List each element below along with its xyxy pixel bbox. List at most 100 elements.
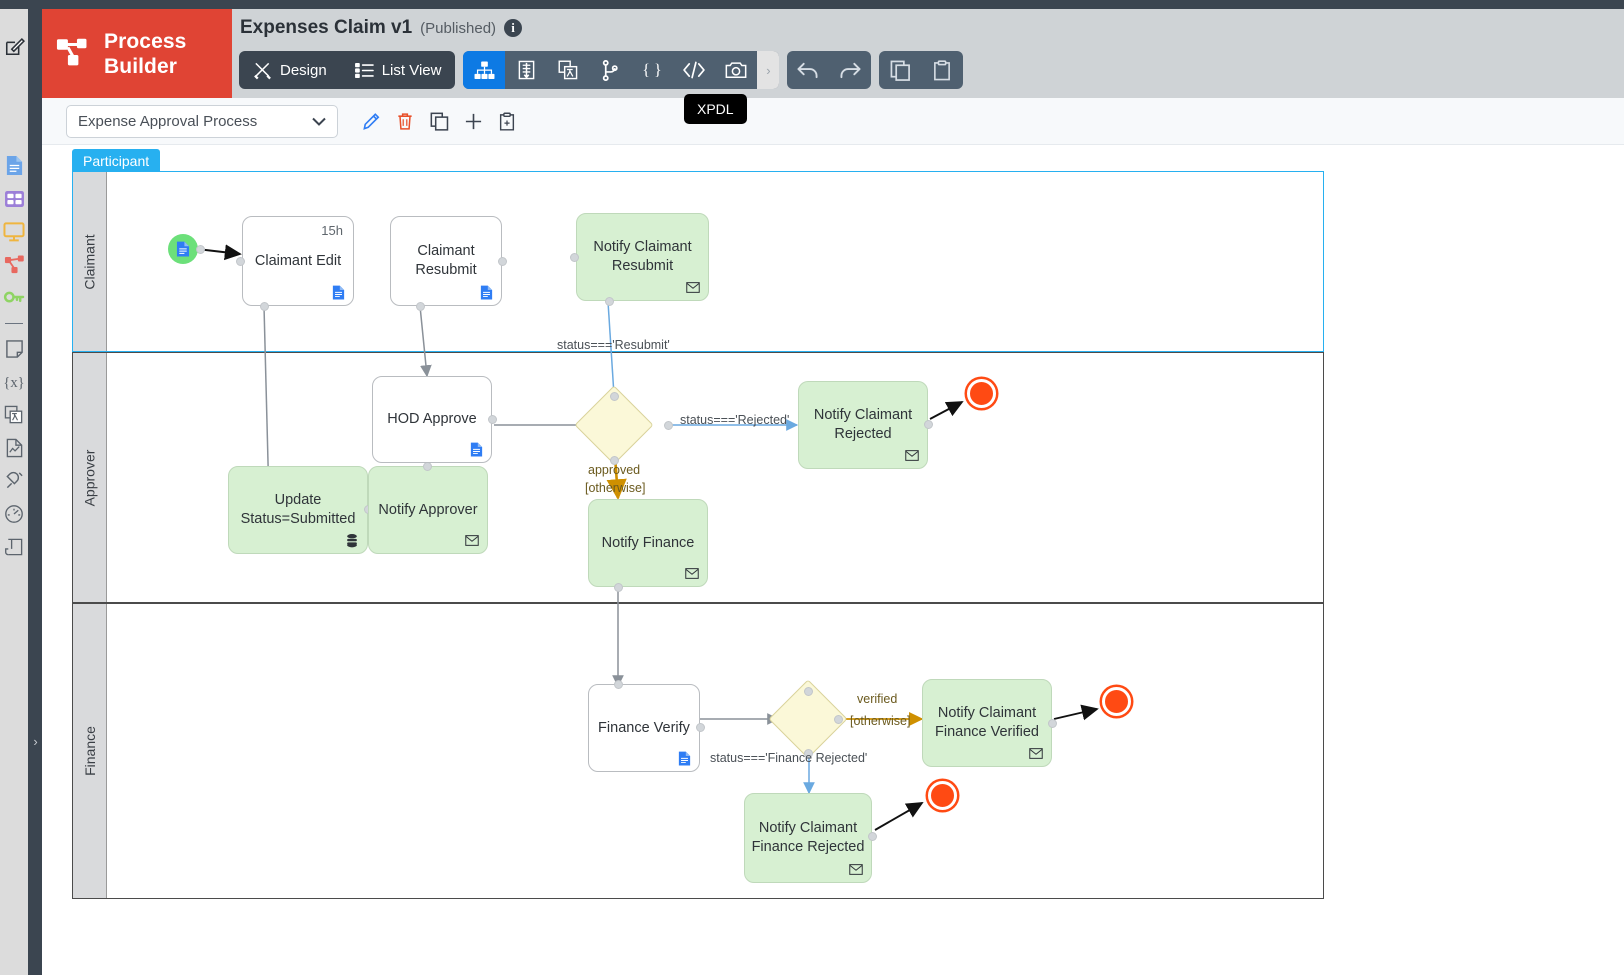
port[interactable] xyxy=(614,680,623,689)
translate-icon[interactable] xyxy=(547,51,589,89)
port[interactable] xyxy=(924,420,933,429)
title-row: Expenses Claim v1 (Published) i xyxy=(240,17,523,39)
port[interactable] xyxy=(423,462,432,471)
envelope-icon xyxy=(848,861,864,877)
node-notify-finance[interactable]: Notify Finance xyxy=(588,499,708,587)
port[interactable] xyxy=(664,421,673,430)
redo-icon[interactable] xyxy=(829,51,871,89)
node-claimant-edit[interactable]: 15h Claimant Edit xyxy=(242,216,354,306)
node-update-status-submitted[interactable]: Update Status=Submitted xyxy=(228,466,368,554)
port[interactable] xyxy=(610,392,619,401)
gauge-meter-icon[interactable] xyxy=(0,497,28,530)
brand-block: Process Builder xyxy=(42,9,232,98)
node-claimant-resubmit[interactable]: Claimant Resubmit xyxy=(390,216,502,306)
table-grid-icon[interactable] xyxy=(0,182,28,215)
json-braces-icon[interactable]: { } xyxy=(631,51,673,89)
clipboard-group xyxy=(879,51,964,89)
svg-text:{ }: { } xyxy=(643,61,663,79)
port[interactable] xyxy=(804,687,813,696)
tab-design[interactable]: Design xyxy=(239,51,341,89)
node-hod-approve[interactable]: HOD Approve xyxy=(372,376,492,463)
diagram-canvas[interactable]: Participant Claimant Approver Finance xyxy=(42,145,1624,975)
node-label: HOD Approve xyxy=(387,411,477,427)
key-icon[interactable] xyxy=(0,281,28,314)
node-notify-claimant-finance-verified[interactable]: Notify Claimant Finance Verified xyxy=(922,679,1052,767)
report-chart-icon[interactable] xyxy=(0,431,28,464)
view-tools-group: { } › xyxy=(463,51,780,89)
port[interactable] xyxy=(868,832,877,841)
port[interactable] xyxy=(236,257,245,266)
code-tags-icon[interactable] xyxy=(673,51,715,89)
delete-trash-icon[interactable] xyxy=(390,106,420,136)
port[interactable] xyxy=(488,415,497,424)
node-notify-approver[interactable]: Notify Approver xyxy=(368,466,488,554)
form-icon[interactable] xyxy=(505,51,547,89)
port[interactable] xyxy=(570,253,579,262)
lane-label-finance: Finance xyxy=(81,726,98,776)
node-end-event-verified[interactable] xyxy=(1102,687,1131,716)
view-tools-more-chevron-right-icon[interactable]: › xyxy=(757,51,780,89)
port[interactable] xyxy=(834,715,843,724)
edit-square-icon[interactable] xyxy=(3,33,27,59)
node-start-event[interactable] xyxy=(168,234,198,264)
port[interactable] xyxy=(260,302,269,311)
node-notify-claimant-rejected[interactable]: Notify Claimant Rejected xyxy=(798,381,928,469)
scroll-page-icon[interactable] xyxy=(0,530,28,563)
lane-header-claimant: Claimant xyxy=(73,172,107,351)
port[interactable] xyxy=(610,456,619,465)
document-icon[interactable] xyxy=(0,149,28,182)
variable-braces-icon[interactable]: {x} xyxy=(0,365,28,398)
note-page-icon[interactable] xyxy=(0,332,28,365)
duplicate-icon[interactable] xyxy=(424,106,454,136)
node-label: Notify Claimant Resubmit xyxy=(593,239,692,274)
lane-label-approver: Approver xyxy=(81,449,98,506)
process-actions xyxy=(356,106,522,136)
lane-header-finance: Finance xyxy=(73,604,107,898)
node-end-event-rejected[interactable] xyxy=(967,379,996,408)
lane-finance[interactable]: Finance xyxy=(72,603,1324,899)
tooltip-xpdl: XPDL xyxy=(684,94,747,124)
plug-connector-icon[interactable] xyxy=(0,464,28,497)
copy-icon[interactable] xyxy=(879,51,921,89)
database-icon xyxy=(344,532,360,548)
camera-icon[interactable] xyxy=(715,51,757,89)
lane-header-approver: Approver xyxy=(73,353,107,602)
undo-icon[interactable] xyxy=(787,51,829,89)
port[interactable] xyxy=(498,257,507,266)
edit-pencil-icon[interactable] xyxy=(356,106,386,136)
info-icon[interactable]: i xyxy=(504,19,523,37)
node-end-event-finance-rejected[interactable] xyxy=(928,781,957,810)
envelope-icon xyxy=(904,447,920,463)
node-notify-claimant-resubmit[interactable]: Notify Claimant Resubmit xyxy=(576,213,709,301)
translate-doc-icon[interactable] xyxy=(0,398,28,431)
nodes-network-icon[interactable] xyxy=(0,248,28,281)
node-label: Notify Finance xyxy=(601,534,695,551)
add-plus-icon[interactable] xyxy=(458,106,488,136)
rail-collapse-chevron-right-icon[interactable]: › xyxy=(33,733,38,749)
paste-icon[interactable] xyxy=(921,51,963,89)
app-header: Expenses Claim v1 (Published) i Design xyxy=(232,9,1624,124)
port[interactable] xyxy=(196,245,205,254)
port[interactable] xyxy=(1048,719,1057,728)
history-group xyxy=(787,51,872,89)
envelope-icon xyxy=(685,279,701,295)
paste-clipboard-icon[interactable] xyxy=(492,106,522,136)
port[interactable] xyxy=(416,302,425,311)
node-label: Claimant Edit xyxy=(254,252,342,269)
node-finance-verify[interactable]: Finance Verify xyxy=(588,684,700,772)
pool-tab-participant[interactable]: Participant xyxy=(72,149,161,174)
tab-list-view[interactable]: List View xyxy=(341,51,456,89)
node-notify-claimant-finance-rejected[interactable]: Notify Claimant Finance Rejected xyxy=(744,793,872,883)
port[interactable] xyxy=(804,749,813,758)
process-pool: Claimant Approver Finance xyxy=(72,171,1324,899)
branch-icon[interactable] xyxy=(589,51,631,89)
port[interactable] xyxy=(614,583,623,592)
monitor-screen-icon[interactable] xyxy=(0,215,28,248)
org-chart-icon[interactable] xyxy=(463,51,506,89)
document-icon xyxy=(478,284,494,300)
port[interactable] xyxy=(605,297,614,306)
lane-label-claimant: Claimant xyxy=(81,233,98,290)
port[interactable] xyxy=(696,723,705,732)
process-select[interactable]: Expense Approval Process xyxy=(66,104,338,138)
